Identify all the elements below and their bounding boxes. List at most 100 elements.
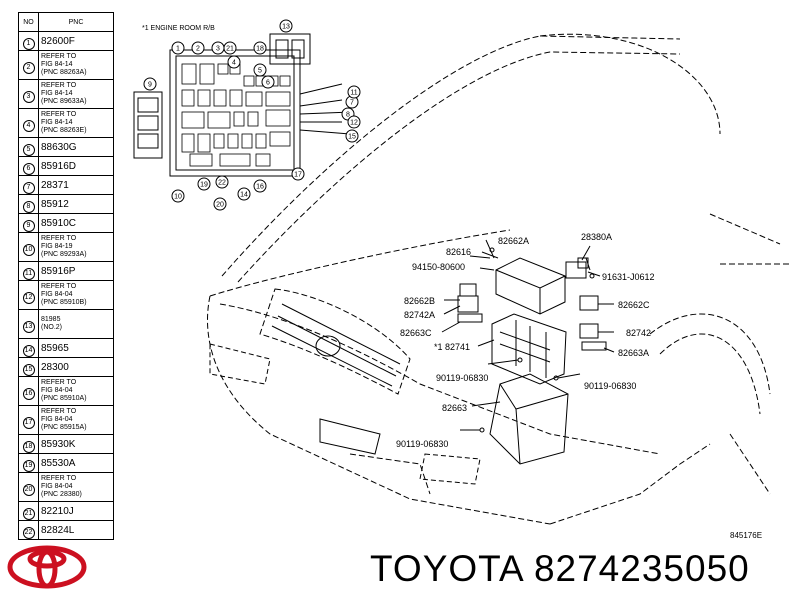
row-pnc: REFER TO FIG 84-04 (PNC 85910A) bbox=[38, 376, 114, 406]
inset-callout-label: 19 bbox=[200, 182, 208, 189]
inset-callout-label: 13 bbox=[282, 24, 290, 31]
inset-callout-label: 22 bbox=[218, 180, 226, 187]
row-number-badge: 20 bbox=[22, 484, 35, 496]
vehicle-outline bbox=[207, 33, 790, 525]
row-number: 3 bbox=[18, 79, 39, 109]
row-number: 18 bbox=[18, 434, 39, 454]
grille bbox=[209, 288, 481, 485]
engine-room-inset: *1 ENGINE ROOM R/B bbox=[133, 25, 353, 177]
row-number-badge: 13 bbox=[22, 321, 35, 333]
inset-callout-circle bbox=[171, 189, 185, 203]
inset-callout-label: 18 bbox=[256, 46, 264, 53]
row-pnc: REFER TO FIG 84-14 (PNC 88263E) bbox=[38, 108, 114, 138]
inset-callout-label: 17 bbox=[294, 172, 302, 179]
inset-callout-label: 5 bbox=[258, 68, 262, 75]
row-number-badge: 2 bbox=[22, 62, 35, 74]
inset-callout-circle bbox=[347, 85, 361, 99]
toyota-logo-icon bbox=[7, 545, 87, 589]
inset-callout-circle bbox=[253, 63, 267, 77]
row-number: 11 bbox=[18, 261, 39, 281]
row-pnc: 85912 bbox=[38, 194, 114, 214]
row-pnc: REFER TO FIG 84-04 (PNC 85915A) bbox=[38, 405, 114, 435]
inset-callout-label: 14 bbox=[240, 192, 248, 199]
inset-callout-label: 10 bbox=[174, 194, 182, 201]
row-number-badge: 12 bbox=[22, 292, 35, 304]
row-pnc: 28371 bbox=[38, 175, 114, 195]
row-number-badge: 3 bbox=[22, 91, 35, 103]
row-pnc: REFER TO FIG 84-14 (PNC 89633A) bbox=[38, 79, 114, 109]
row-number: 2 bbox=[18, 50, 39, 80]
label-90119-06830-c: 90119-06830 bbox=[396, 439, 448, 449]
row-number: 7 bbox=[18, 175, 39, 195]
inset-callout-label: 12 bbox=[350, 120, 358, 127]
inset-callout-circle bbox=[253, 179, 267, 193]
relay-82662C bbox=[579, 295, 599, 311]
row-pnc: 85930K bbox=[38, 434, 114, 454]
row-number: 4 bbox=[18, 108, 39, 138]
label-82616: 82616 bbox=[446, 247, 471, 257]
inset-callout-circle bbox=[347, 115, 361, 129]
row-pnc: 85910C bbox=[38, 213, 114, 233]
header-no: NO bbox=[18, 12, 39, 32]
row-number: 22 bbox=[18, 520, 39, 540]
relay-block-cover bbox=[495, 257, 566, 315]
inset-grid bbox=[181, 63, 291, 167]
row-pnc: REFER TO FIG 84-14 (PNC 88263A) bbox=[38, 50, 114, 80]
label-90119-06830-a: 90119-06830 bbox=[436, 373, 488, 383]
parts-diagram: *1 ENGINE ROOM R/B bbox=[133, 19, 790, 525]
row-number: 8 bbox=[18, 194, 39, 214]
inset-callout-label: 21 bbox=[226, 46, 234, 53]
inset-callout-circle bbox=[253, 41, 267, 55]
row-number-badge: 4 bbox=[22, 120, 35, 132]
inset-callout-label: 3 bbox=[216, 46, 220, 53]
label-82662A: 82662A bbox=[498, 236, 529, 246]
inset-callout-label: 11 bbox=[350, 90, 357, 97]
part-labels: 82616 82662A 28380A 94150-80600 91631-J0… bbox=[396, 232, 655, 449]
row-pnc: 81985 (NO.2) bbox=[38, 309, 114, 339]
row-number: 12 bbox=[18, 280, 39, 310]
row-number-badge: 16 bbox=[22, 388, 35, 400]
inset-callout-label: 1 bbox=[176, 46, 180, 53]
label-82663: 82663 bbox=[442, 403, 467, 413]
inset-callout-label: 16 bbox=[256, 184, 264, 191]
row-number-badge: 14 bbox=[22, 345, 35, 357]
figure-reference-code: 845176E bbox=[730, 531, 763, 540]
tray-82663 bbox=[489, 373, 569, 465]
row-number: 5 bbox=[18, 137, 39, 157]
row-number-badge: 5 bbox=[22, 144, 35, 156]
inset-title: *1 ENGINE ROOM R/B bbox=[142, 25, 215, 32]
relay-28380A bbox=[565, 261, 587, 279]
row-number: 21 bbox=[18, 501, 39, 521]
row-number-badge: 7 bbox=[22, 182, 35, 194]
row-number: 13 bbox=[18, 309, 39, 339]
inset-callout-circle bbox=[171, 41, 185, 55]
label-90119-06830-b: 90119-06830 bbox=[584, 381, 636, 391]
label-82742: 82742 bbox=[626, 328, 651, 338]
row-number-badge: 15 bbox=[22, 364, 35, 376]
inset-callout-circle bbox=[345, 129, 359, 143]
label-82662B: 82662B bbox=[404, 296, 435, 306]
row-pnc: 82210J bbox=[38, 501, 114, 521]
row-number-badge: 19 bbox=[22, 460, 35, 472]
inset-callout-label: 15 bbox=[348, 134, 356, 141]
row-number-badge: 11 bbox=[22, 268, 35, 280]
inset-callout-label: 20 bbox=[216, 202, 224, 209]
inset-callout-circle bbox=[279, 19, 293, 33]
